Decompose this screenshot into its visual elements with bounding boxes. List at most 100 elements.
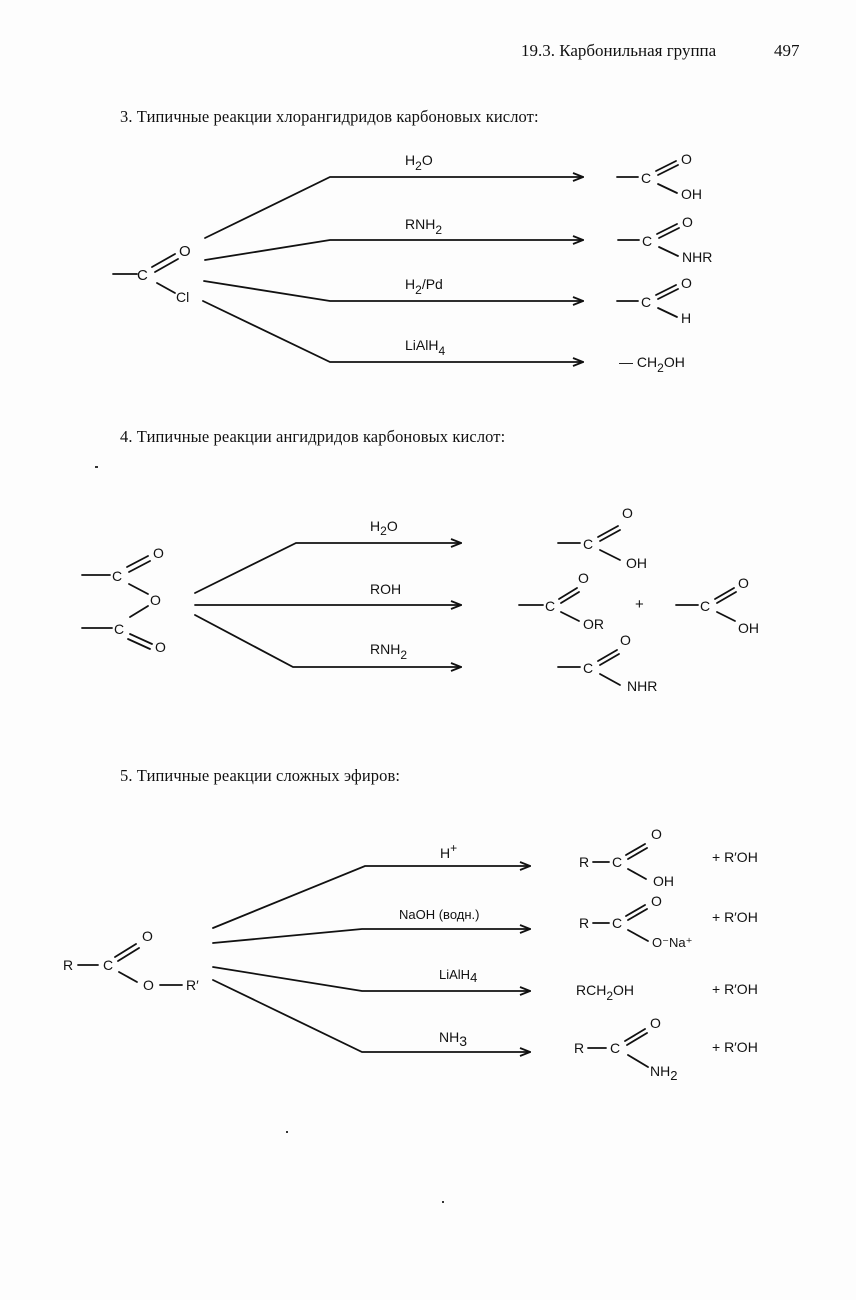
product-alcohol: — CH2OH [619, 354, 685, 375]
double-bond [151, 253, 176, 268]
running-header: 19.3. Карбонильная группа 497 [0, 41, 856, 65]
product-amide: C O NHR [557, 632, 657, 694]
reagent-h2o: H2O [370, 518, 398, 538]
heading-esters: 5. Типичные реакции сложных эфиров: [120, 766, 401, 785]
svg-text:C: C [583, 660, 593, 676]
plus-sign: + [635, 596, 644, 613]
svg-text:OH: OH [626, 555, 647, 571]
arrow-h2o [204, 177, 583, 239]
svg-text:O: O [681, 151, 692, 167]
scheme-esters: R C O O R′ H+ NaOH (водн.) LiAlH4 NH3 R … [63, 826, 758, 1083]
svg-text:R: R [63, 957, 73, 973]
arrow-h2-pd [203, 280, 583, 301]
svg-text:C: C [612, 915, 622, 931]
atom-c: C [137, 267, 148, 284]
svg-text:O: O [620, 632, 631, 648]
svg-text:C: C [545, 598, 555, 614]
product-primary-amide: R C O NH2 [574, 1015, 677, 1083]
reaction-arrows [194, 543, 461, 667]
svg-text:O: O [738, 575, 749, 591]
bond [156, 282, 176, 294]
reaction-arrows [212, 866, 530, 1052]
scan-artifact [95, 466, 98, 468]
arrow-naoh [212, 929, 530, 944]
byproduct-alcohol: + R′OH [712, 1039, 758, 1055]
svg-text:O⁻Na⁺: O⁻Na⁺ [652, 935, 692, 950]
svg-text:O: O [578, 570, 589, 586]
svg-text:O: O [622, 505, 633, 521]
svg-text:O: O [681, 275, 692, 291]
scan-artifact [442, 1201, 444, 1203]
arrow-h-plus [212, 866, 530, 929]
svg-text:C: C [103, 957, 113, 973]
svg-text:R: R [574, 1040, 584, 1056]
byproduct-alcohol: + R′OH [712, 981, 758, 997]
svg-text:NHR: NHR [627, 678, 657, 694]
arrow-lialh4 [202, 300, 583, 362]
reagent-lialh4: LiAlH4 [405, 337, 445, 358]
product-aldehyde: C O H [616, 275, 692, 326]
svg-text:R′: R′ [186, 977, 199, 993]
arrow-rnh2 [204, 240, 583, 261]
heading-acyl-chlorides: 3. Типичные реакции хлорангидридов карбо… [120, 107, 539, 126]
svg-text:OR: OR [583, 616, 604, 632]
reagent-h2o: H2O [405, 152, 433, 173]
svg-text:C: C [700, 598, 710, 614]
svg-text:C: C [642, 233, 652, 249]
svg-text:C: C [112, 568, 122, 584]
svg-text:O: O [650, 1015, 661, 1031]
reagent-h2-pd: H2/Pd [405, 276, 443, 297]
reagent-lialh4: LiAlH4 [439, 967, 477, 985]
reagent-labels: H+ NaOH (водн.) LiAlH4 NH3 [399, 841, 479, 1049]
atom-o: O [179, 243, 191, 260]
svg-text:O: O [153, 545, 164, 561]
reactant-acyl-chloride: C O Cl [112, 243, 191, 305]
reactant-anhydride: C O O C O [81, 545, 166, 655]
svg-text:R: R [579, 915, 589, 931]
svg-text:C: C [114, 621, 124, 637]
svg-text:OH: OH [653, 873, 674, 889]
svg-text:O: O [155, 639, 166, 655]
reagent-roh: ROH [370, 581, 401, 597]
scan-artifact [286, 1131, 288, 1133]
product-carboxylic-acid: R C O OH [579, 826, 674, 889]
svg-text:OH: OH [738, 620, 759, 636]
product-carboxylic-acid: C O OH [616, 151, 702, 202]
product-carboxylate-salt: R C O O⁻Na⁺ [579, 893, 692, 950]
svg-text:H: H [681, 310, 691, 326]
byproduct-alcohol: + R′OH [712, 909, 758, 925]
coproduct-acid: C O OH [675, 575, 759, 636]
svg-text:OH: OH [681, 186, 702, 202]
reagent-labels: H2O RNH2 H2/Pd LiAlH4 [405, 152, 445, 358]
reagent-naoh: NaOH (водн.) [399, 907, 479, 922]
arrow-h2o [194, 543, 461, 594]
arrow-rnh2 [194, 614, 461, 667]
scheme-anhydrides: C O O C O H2O ROH RNH2 C O OH C O [81, 505, 759, 694]
svg-text:C: C [610, 1040, 620, 1056]
svg-text:NHR: NHR [682, 249, 712, 265]
svg-text:O: O [682, 214, 693, 230]
reagent-h-plus: H+ [440, 841, 457, 861]
svg-text:— CH2OH: — CH2OH [619, 354, 685, 375]
heading-anhydrides: 4. Типичные реакции ангидридов карбоновы… [120, 427, 506, 446]
arrow-nh3 [212, 979, 530, 1052]
reagent-rnh2: RNH2 [370, 641, 407, 662]
svg-text:O: O [150, 592, 161, 608]
reagent-nh3: NH3 [439, 1029, 467, 1049]
svg-text:O: O [143, 977, 154, 993]
product-acid: C O OH [557, 505, 647, 571]
section-title: 19.3. Карбонильная группа [521, 41, 717, 60]
page-number: 497 [774, 41, 800, 60]
svg-text:O: O [651, 893, 662, 909]
reaction-arrows [202, 177, 583, 362]
product-primary-alcohol: RCH2OH [576, 982, 634, 1003]
svg-text:O: O [651, 826, 662, 842]
reactant-ester: R C O O R′ [63, 928, 199, 993]
svg-text:O: O [142, 928, 153, 944]
reagent-labels: H2O ROH RNH2 [370, 518, 407, 662]
svg-text:C: C [612, 854, 622, 870]
scheme-acyl-chlorides: C O Cl H2O RNH2 H2/Pd LiAlH4 C O OH C O … [112, 151, 712, 375]
product-amide: C O NHR [617, 214, 712, 265]
svg-text:R: R [579, 854, 589, 870]
svg-text:NH2: NH2 [650, 1063, 677, 1083]
